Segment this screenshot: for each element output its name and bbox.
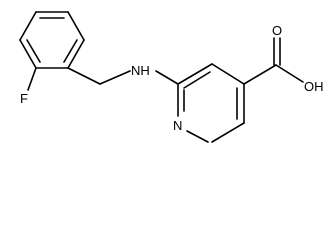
- pyridine-bond: [177, 63, 213, 85]
- fluorine-label: F: [20, 91, 28, 106]
- c-oh-bond: [275, 64, 304, 83]
- ch2-nh-bond: [99, 70, 131, 85]
- pyridine-bond: [186, 130, 209, 143]
- pyridine-nitrogen-label: N: [173, 118, 182, 133]
- benzene-double-bond: [63, 39, 78, 63]
- pyridine-bond: [211, 122, 245, 143]
- pyridine-ring: [177, 63, 245, 143]
- c-cooh-bond: [243, 64, 277, 85]
- benzene-ring: [19, 11, 85, 69]
- benzene-bond: [67, 39, 85, 69]
- hydroxyl-label: OH: [304, 79, 324, 94]
- nh-pyridine-bond: [155, 70, 179, 85]
- structure-drawing: F NH N O OH: [19, 11, 324, 143]
- benzene-bond: [67, 11, 85, 41]
- pyridine-bond: [211, 63, 245, 85]
- carbonyl-oxygen-label: O: [272, 23, 282, 38]
- benzene-double-bond: [26, 39, 41, 63]
- carboxylic-acid: [243, 37, 304, 85]
- pyridine-double-bond: [183, 71, 211, 89]
- c-f-bond: [27, 67, 37, 91]
- benzene-bond: [19, 39, 37, 69]
- benzene-bond: [19, 11, 37, 41]
- ch2-bond: [67, 67, 101, 85]
- amine-label: NH: [131, 63, 150, 78]
